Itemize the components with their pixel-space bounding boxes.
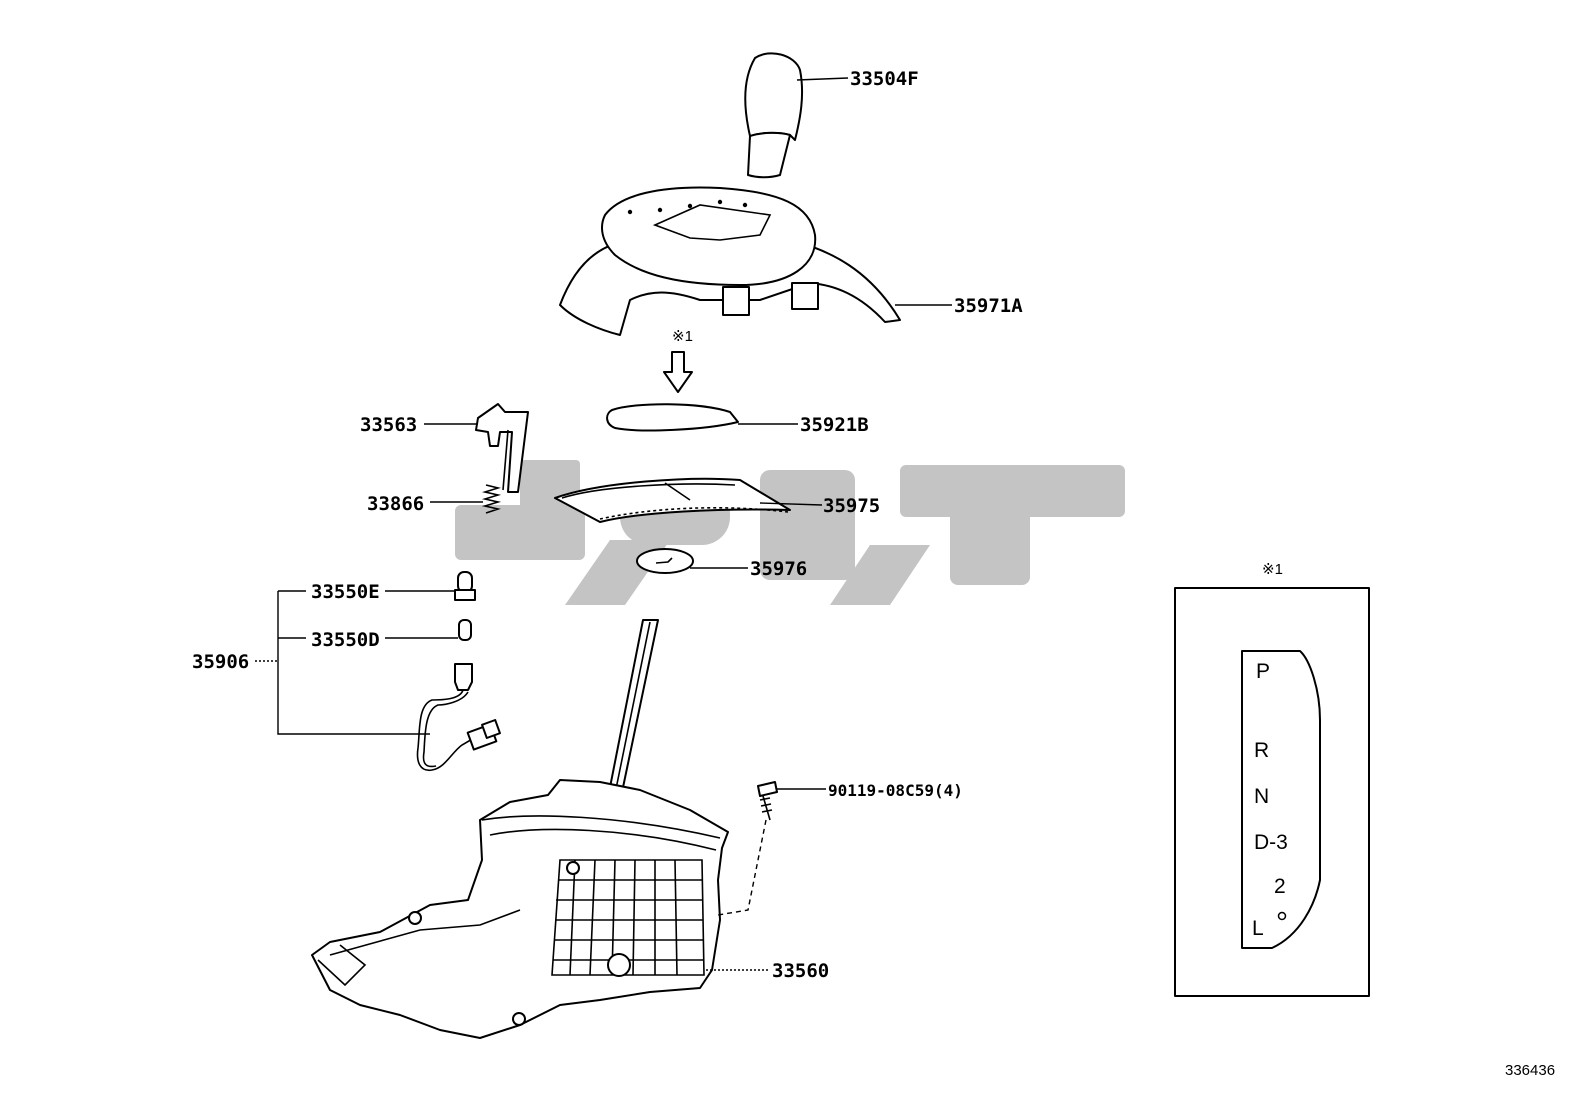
- gate-l: L: [1252, 917, 1264, 940]
- indicator-plate: [606, 403, 798, 432]
- label-35971A: 35971A: [954, 295, 1023, 317]
- stopper: [636, 548, 748, 574]
- label-33504F: 33504F: [850, 68, 919, 90]
- detail-box: ※1 P R N D-3 2 L: [1174, 561, 1370, 997]
- wire-harness: [416, 663, 501, 772]
- label-33550E: 33550E: [311, 581, 380, 603]
- gate-2-marker-icon: [1277, 911, 1287, 921]
- bulb-e: [385, 571, 476, 601]
- bolt: [717, 781, 826, 916]
- label-35975: 35975: [823, 495, 880, 517]
- slide-plate: [554, 477, 823, 523]
- ref-mark-box: ※1: [1262, 561, 1283, 578]
- ref-mark-arrow: ※1: [672, 328, 693, 345]
- reference-arrow: ※1: [663, 328, 693, 393]
- label-35921B: 35921B: [800, 414, 869, 436]
- label-90119: 90119-08C59(4): [828, 781, 963, 800]
- label-33560: 33560: [772, 960, 829, 982]
- label-35976: 35976: [750, 558, 807, 580]
- shift-knob: [744, 52, 849, 179]
- label-33563: 33563: [360, 414, 417, 436]
- label-35906: 35906: [192, 651, 249, 673]
- gate-n: N: [1254, 785, 1269, 808]
- housing-cover: [559, 186, 952, 336]
- shift-lever-assembly: [311, 619, 770, 1039]
- gate-p: P: [1256, 660, 1270, 683]
- bulb-socket: [424, 403, 529, 493]
- spring: [430, 484, 502, 514]
- gate-r: R: [1254, 739, 1269, 762]
- label-33866: 33866: [367, 493, 424, 515]
- label-33550D: 33550D: [311, 629, 380, 651]
- bulb-d: [385, 619, 472, 641]
- gate-2: 2: [1274, 875, 1286, 898]
- watermark-logo: [455, 460, 1125, 605]
- gate-d3: D-3: [1254, 831, 1288, 854]
- illustration-id: 336436: [1505, 1062, 1555, 1079]
- group-bracket: [255, 590, 430, 735]
